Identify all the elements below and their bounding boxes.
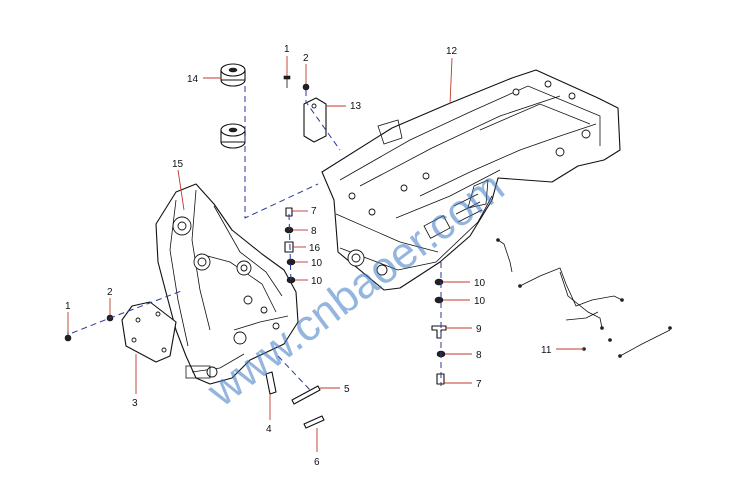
callout-8-right: 8 (476, 350, 482, 361)
callout-2-left: 2 (107, 287, 113, 298)
pin-part-4 (265, 371, 277, 395)
callout-13: 13 (350, 101, 362, 112)
callout-11: 11 (541, 345, 552, 356)
leader-lines (67, 56, 584, 452)
callout-6: 6 (314, 457, 320, 468)
front-frame-part-15 (155, 183, 299, 385)
rod-part-6 (303, 415, 325, 429)
rod-part-5 (291, 385, 321, 405)
cover-plate-part-3 (121, 301, 177, 363)
callout-1-upper: 1 (284, 44, 290, 55)
callout-2-upper: 2 (303, 53, 309, 64)
callout-8-center: 8 (311, 226, 317, 237)
callout-4: 4 (266, 424, 272, 435)
rubber-mount-part-14 (220, 63, 246, 149)
callout-10-center-1: 10 (311, 258, 323, 269)
callout-7-center: 7 (311, 206, 317, 217)
callout-9: 9 (476, 324, 482, 335)
callout-1-left: 1 (65, 301, 71, 312)
callout-7-right: 7 (476, 379, 482, 390)
bolt-part-1-upper (283, 75, 291, 88)
callout-15: 15 (172, 159, 184, 170)
callout-5: 5 (344, 384, 350, 395)
rear-frame-part-12 (321, 69, 621, 291)
callout-labels: 1 2 14 13 12 15 7 8 16 10 10 10 10 9 8 7… (65, 44, 552, 468)
pin-stack-right (431, 278, 447, 385)
callout-14: 14 (187, 74, 199, 85)
bolt-part-1-left (64, 331, 72, 342)
washer-part-2-upper (302, 83, 310, 91)
plate-part-13 (303, 97, 327, 143)
callout-3: 3 (132, 398, 138, 409)
callout-10-right-1: 10 (474, 278, 486, 289)
tube-set-part-11 (496, 238, 672, 358)
callout-12: 12 (446, 46, 458, 57)
callout-10-center-2: 10 (311, 276, 323, 287)
assembly-lines (71, 86, 442, 391)
callout-16: 16 (309, 243, 321, 254)
callout-10-right-2: 10 (474, 296, 486, 307)
